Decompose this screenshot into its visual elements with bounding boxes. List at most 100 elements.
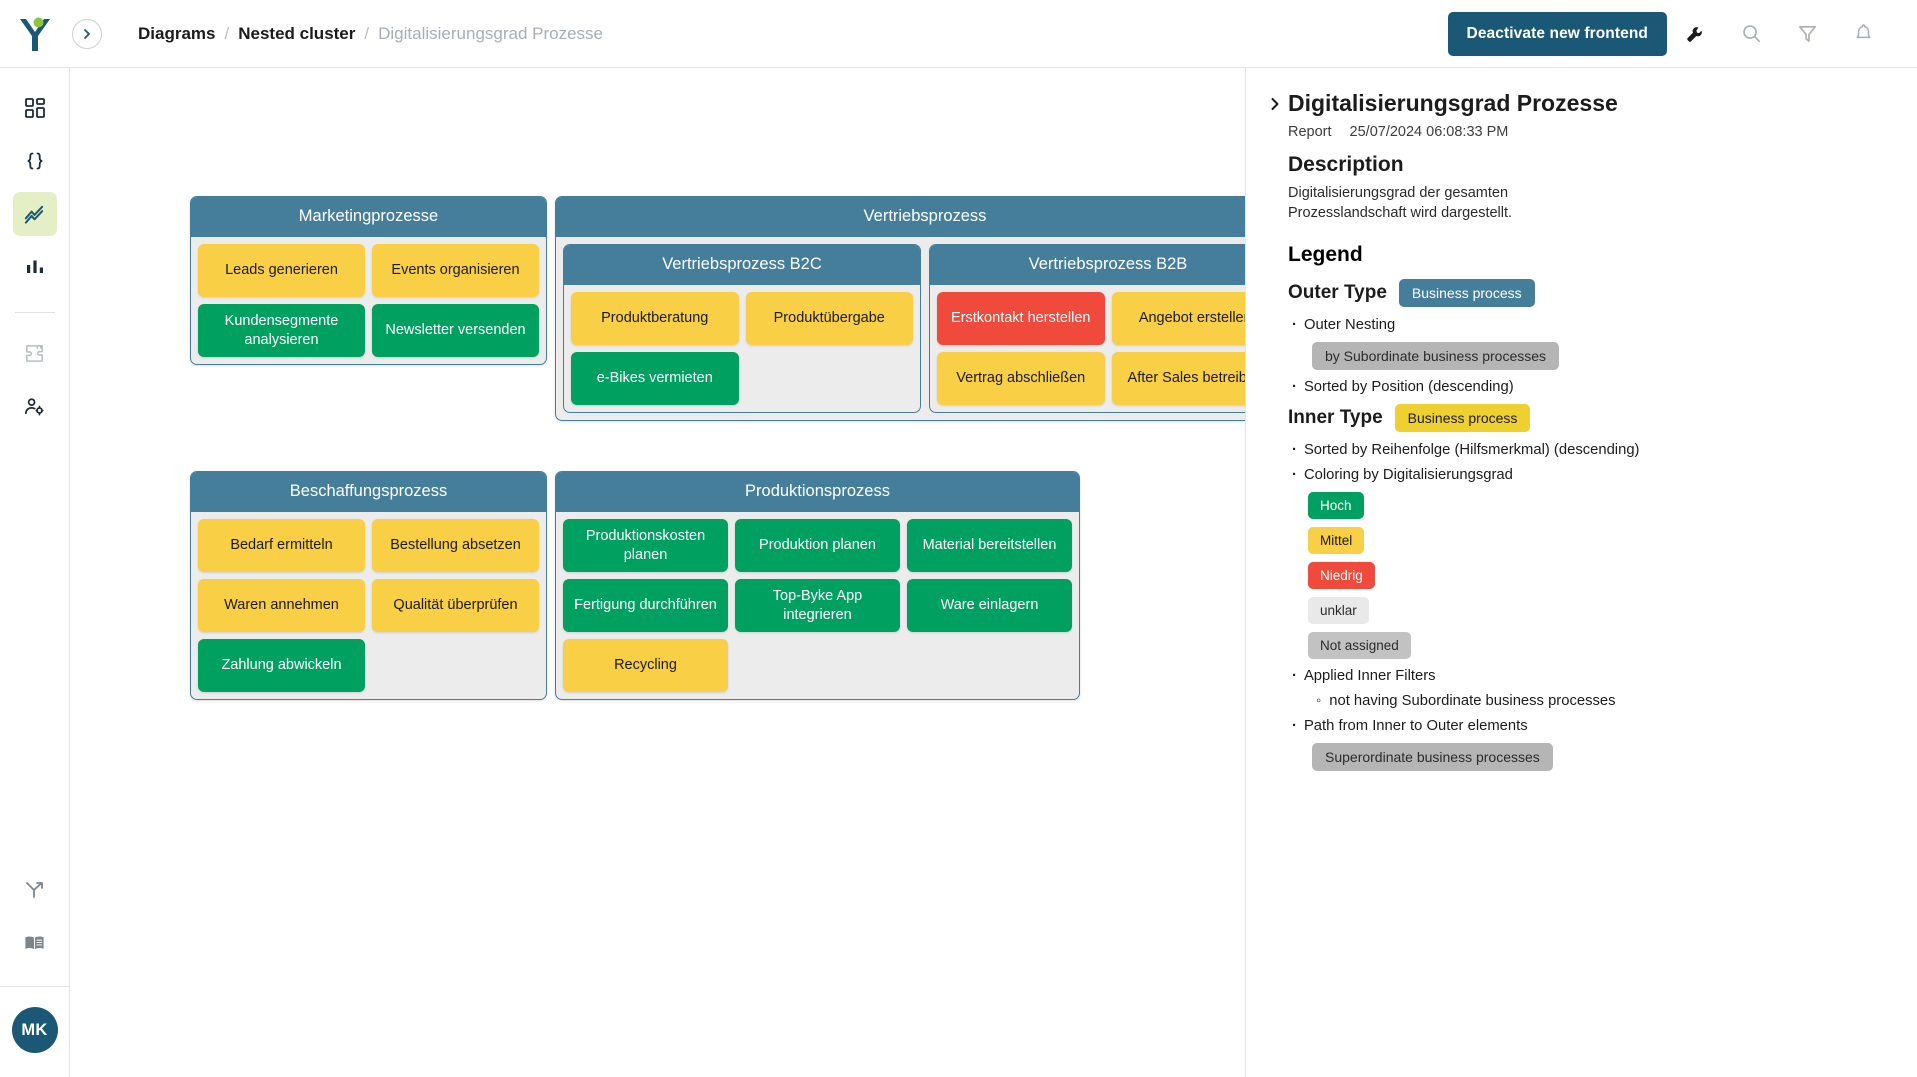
sidebar-item-dashboard[interactable] [13, 86, 57, 130]
description-text: Digitalisierungsgrad der gesamten Prozes… [1288, 185, 1513, 221]
process-card[interactable]: Produktübergabe [745, 292, 913, 345]
path-chip: Superordinate business processes [1312, 743, 1553, 771]
process-card[interactable]: Newsletter versenden [372, 304, 539, 357]
process-card[interactable]: After Sales betreiben [1111, 352, 1245, 405]
share-branch-icon [25, 882, 43, 898]
process-card[interactable]: Material bereitstellen [907, 519, 1072, 572]
path-label: Path from Inner to Outer elements [1288, 718, 1895, 734]
breadcrumb-item-current: Digitalisierungsgrad Prozesse [378, 23, 604, 43]
subcluster-body: Erstkontakt herstellen Angebot erstellen… [930, 285, 1245, 412]
process-card[interactable]: Produktion planen [735, 519, 900, 572]
process-card[interactable]: Waren annehmen [198, 579, 365, 632]
process-card[interactable]: Angebot erstellen [1111, 292, 1245, 345]
process-card[interactable]: Qualität überprüfen [372, 579, 539, 632]
meta-type: Report [1288, 124, 1332, 140]
subcluster-vertriebsprozess-b2c[interactable]: Vertriebsprozess B2C Produktberatung Pro… [563, 244, 921, 413]
panel-collapse-button[interactable] [1262, 90, 1288, 1055]
process-card[interactable]: Fertigung durchführen [563, 579, 728, 632]
process-card[interactable]: e-Bikes vermieten [571, 352, 739, 405]
process-card[interactable]: Kundensegmente analysieren [198, 304, 365, 357]
legend-chip-mittel: Mittel [1308, 527, 1365, 554]
cluster-title: Marketingprozesse [191, 197, 546, 237]
cluster-vertriebsprozess[interactable]: Vertriebsprozess Vertriebsprozess B2C Pr… [555, 196, 1245, 421]
user-settings-icon [25, 397, 44, 415]
sidebar-item-diagrams[interactable] [12, 192, 57, 236]
outer-nesting-chip: by Subordinate business processes [1312, 342, 1560, 370]
process-card[interactable]: Recycling [563, 639, 728, 692]
puzzle-icon [26, 344, 43, 362]
breadcrumb: Diagrams / Nested cluster / Digitalisier… [138, 24, 603, 44]
coloring-value-row: Hoch [1288, 492, 1895, 519]
logo-zone [0, 0, 70, 68]
outer-type-label: Outer Type [1288, 282, 1387, 303]
process-card[interactable]: Ware einlagern [907, 579, 1072, 632]
process-card[interactable]: Top-Byke App integrieren [735, 579, 900, 632]
coloring-label: Coloring by Digitalisierungsgrad [1288, 467, 1895, 483]
sidebar-expand-button[interactable] [72, 18, 102, 49]
process-card[interactable]: Produktberatung [571, 292, 739, 345]
card-grid: Bedarf ermitteln Bestellung absetzen War… [198, 519, 539, 692]
process-card[interactable]: Bestellung absetzen [372, 519, 539, 572]
applied-filter-item: not having Subordinate business processe… [1288, 693, 1895, 709]
coloring-value-row: Niedrig [1288, 562, 1895, 589]
process-card[interactable]: Leads generieren [198, 244, 365, 297]
top-bar: Diagrams / Nested cluster / Digitalisier… [0, 0, 1917, 68]
sidebar-item-code[interactable] [13, 139, 57, 183]
search-button[interactable] [1723, 6, 1779, 62]
legend-chip-hoch: Hoch [1308, 492, 1364, 519]
cluster-marketingprozesse[interactable]: Marketingprozesse Leads generieren Event… [190, 196, 547, 365]
search-icon [1742, 25, 1760, 42]
breadcrumb-separator: / [224, 23, 230, 43]
card-grid: Produktionskosten planen Produktion plan… [563, 519, 1072, 692]
bell-icon [1856, 24, 1870, 39]
subcluster-vertriebsprozess-b2b[interactable]: Vertriebsprozess B2B Erstkontakt herstel… [929, 244, 1245, 413]
deactivate-new-frontend-button[interactable]: Deactivate new frontend [1447, 11, 1667, 56]
breadcrumb-item-diagrams[interactable]: Diagrams [138, 23, 216, 43]
code-braces-icon [27, 152, 42, 170]
panel-meta: Report 25/07/2024 06:08:33 PM [1288, 124, 1895, 140]
process-card[interactable]: Produktionskosten planen [563, 519, 728, 572]
cluster-beschaffungsprozess[interactable]: Beschaffungsprozess Bedarf ermitteln Bes… [190, 471, 547, 700]
left-navigation-rail: MK [0, 68, 70, 1077]
wrench-icon [1686, 27, 1702, 42]
filter-icon [1798, 25, 1816, 42]
book-icon [25, 935, 44, 949]
process-card[interactable]: Erstkontakt herstellen [937, 292, 1105, 345]
bar-chart-icon [26, 260, 43, 273]
panel-content: Digitalisierungsgrad Prozesse Report 25/… [1288, 90, 1895, 1055]
cluster-body: Vertriebsprozess B2C Produktberatung Pro… [556, 237, 1245, 420]
description-heading: Description [1288, 153, 1404, 176]
subcluster-row: Vertriebsprozess B2C Produktberatung Pro… [563, 244, 1245, 413]
sidebar-item-documentation[interactable] [13, 921, 57, 965]
meta-timestamp: 25/07/2024 06:08:33 PM [1349, 124, 1509, 140]
body-row: MK Marketingprozesse Leads generieren Ev… [0, 68, 1917, 1077]
cluster-body: Bedarf ermitteln Bestellung absetzen War… [191, 512, 546, 699]
notifications-button[interactable] [1835, 6, 1891, 62]
coloring-value-row: Mittel [1288, 527, 1895, 554]
process-card[interactable]: Zahlung abwickeln [198, 639, 365, 692]
filter-button[interactable] [1779, 6, 1835, 62]
applied-filters-label: Applied Inner Filters [1288, 668, 1895, 684]
cluster-title: Beschaffungsprozess [191, 472, 546, 512]
avatar[interactable]: MK [11, 1007, 58, 1053]
subcluster-title: Vertriebsprozess B2B [930, 245, 1245, 285]
process-card[interactable]: Vertrag abschließen [937, 352, 1105, 405]
breadcrumb-item-nested-cluster[interactable]: Nested cluster [238, 23, 356, 43]
company-logo[interactable] [16, 14, 54, 54]
subcluster-body: Produktberatung Produktübergabe e-Bikes … [564, 285, 920, 412]
outer-type-badge: Business process [1398, 279, 1535, 307]
inner-type-label: Inner Type [1288, 407, 1383, 428]
sidebar-item-user-settings[interactable] [13, 384, 57, 428]
sidebar-item-reports[interactable] [13, 245, 57, 289]
diagram-canvas[interactable]: Marketingprozesse Leads generieren Event… [70, 68, 1245, 1077]
inner-type-row: Inner Type Business process [1288, 404, 1895, 432]
inner-type-badge: Business process [1394, 404, 1531, 432]
wrench-button[interactable] [1667, 6, 1723, 62]
process-card[interactable]: Bedarf ermitteln [198, 519, 365, 572]
legend-chip-niedrig: Niedrig [1308, 562, 1375, 589]
process-card[interactable]: Events organisieren [372, 244, 539, 297]
sidebar-item-share[interactable] [13, 868, 57, 912]
sidebar-item-plugins[interactable] [13, 331, 57, 375]
cluster-produktionsprozess[interactable]: Produktionsprozess Produktionskosten pla… [555, 471, 1080, 700]
